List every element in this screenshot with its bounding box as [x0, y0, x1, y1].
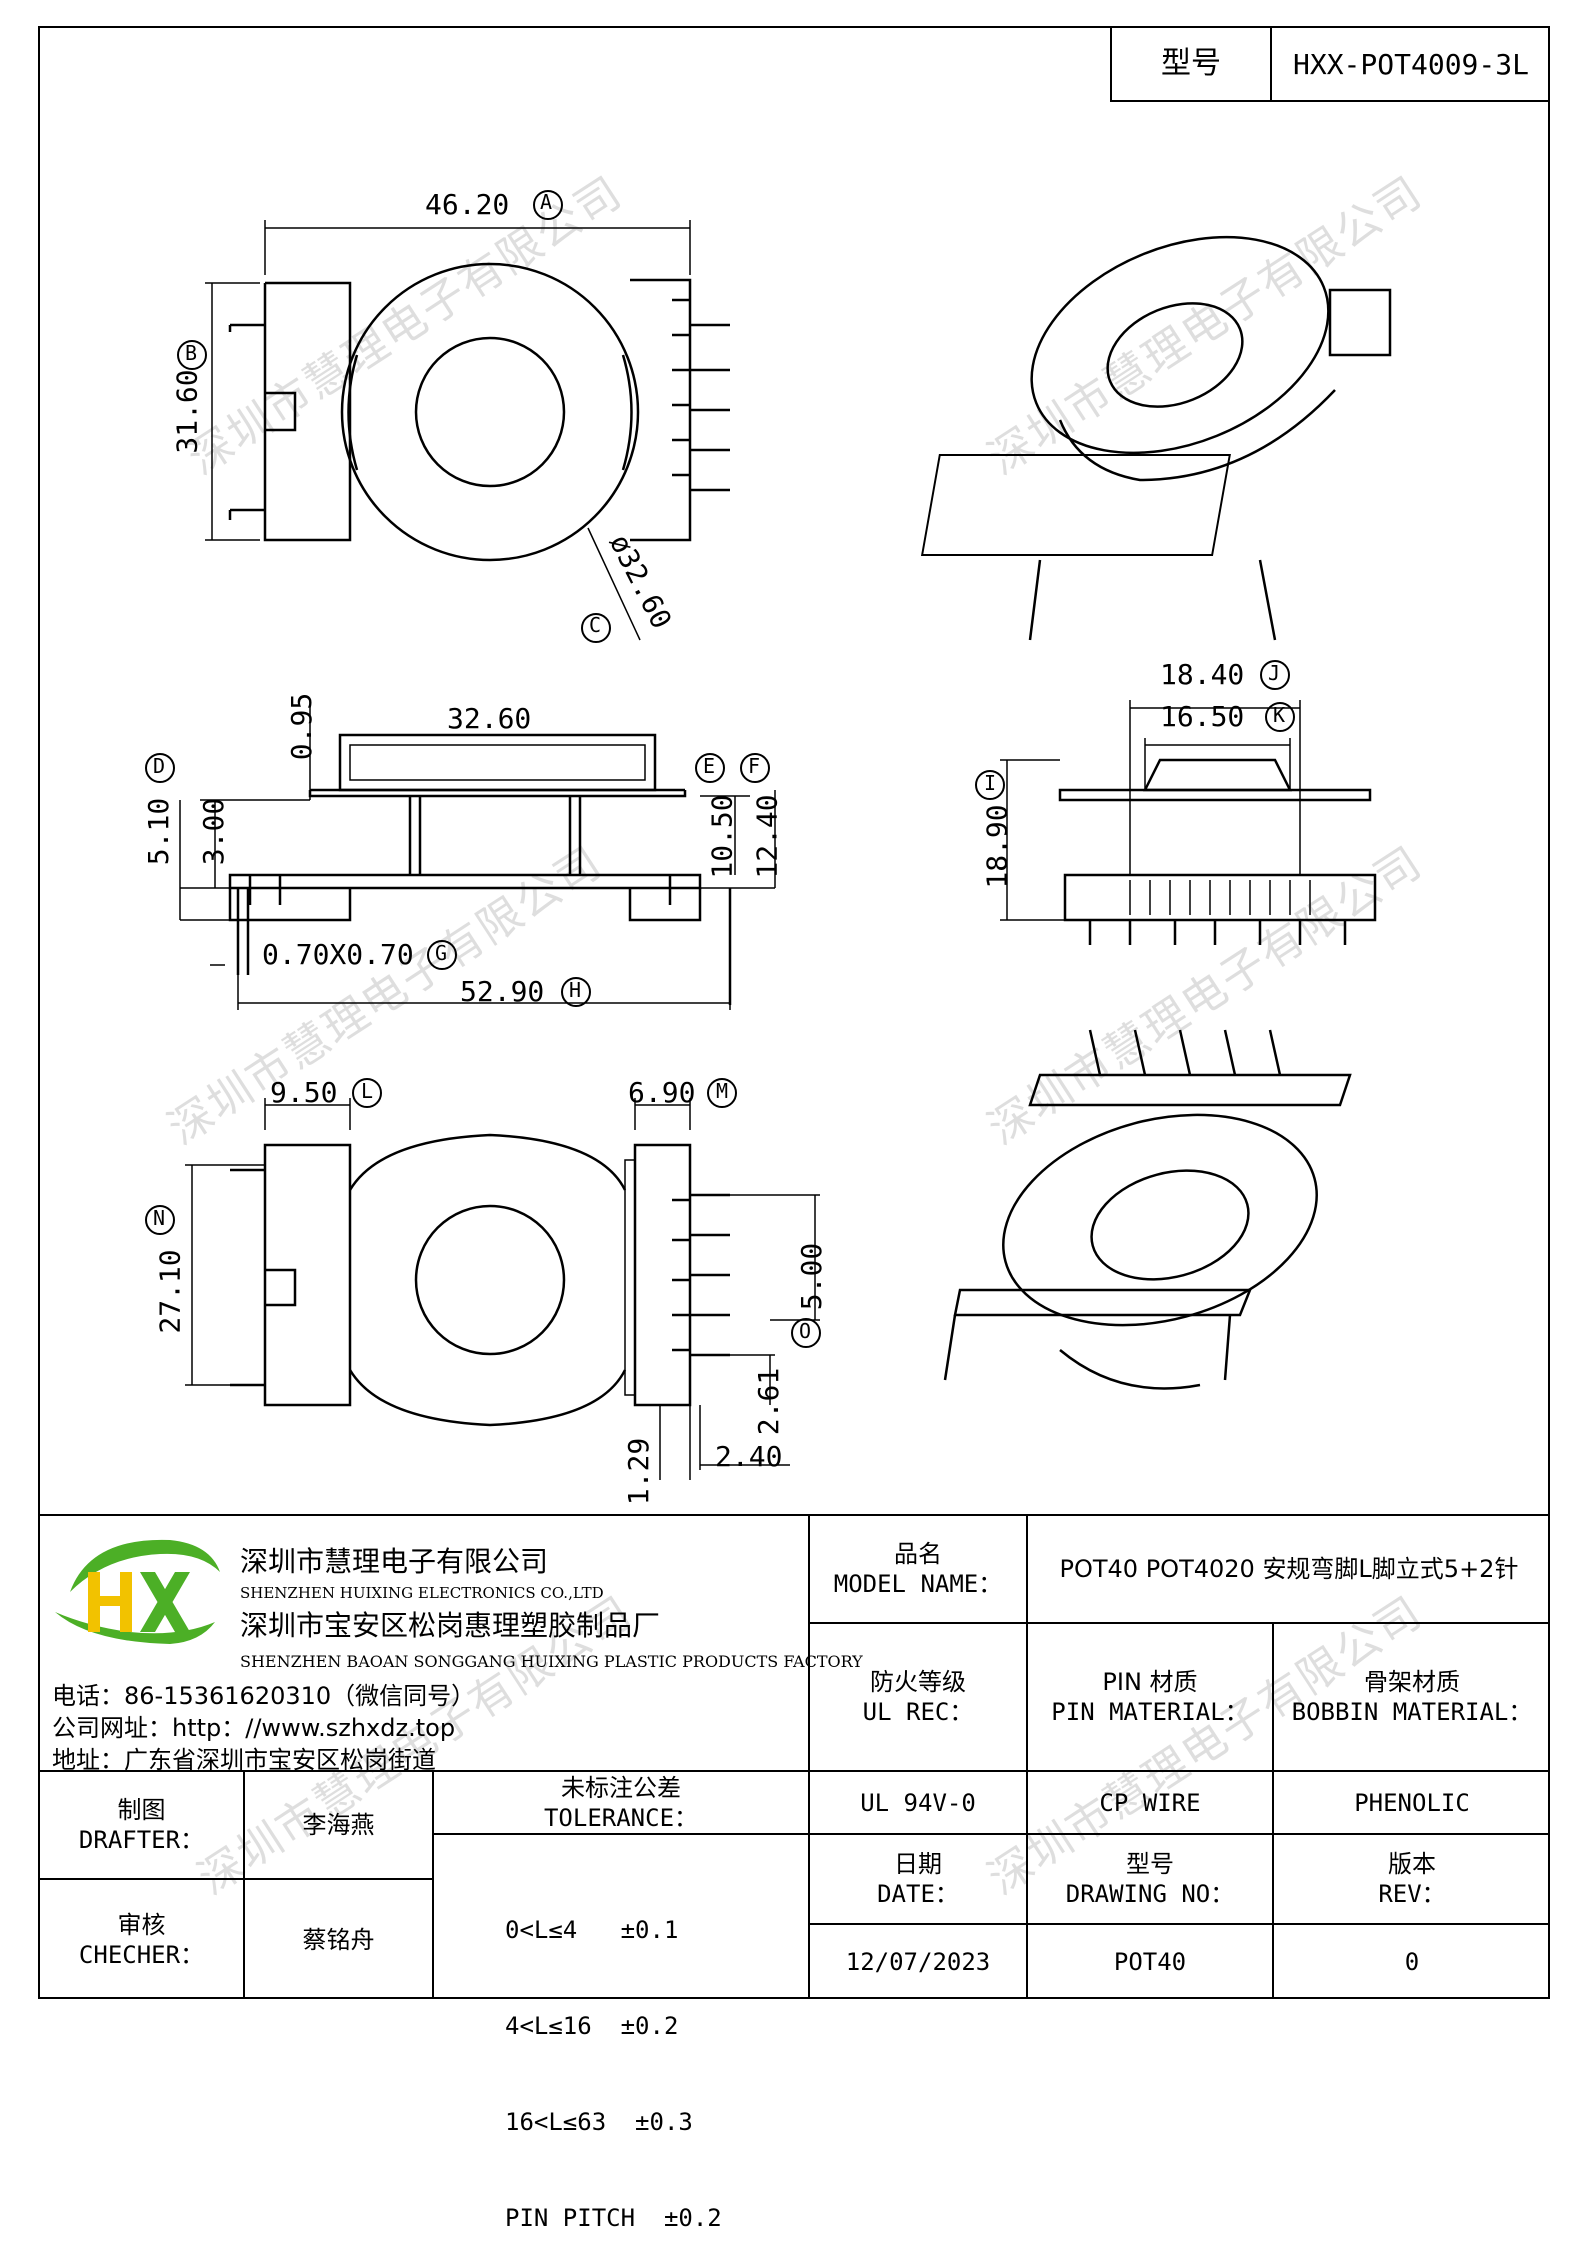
- company-name-cn: 深圳市慧理电子有限公司: [240, 1545, 549, 1578]
- dim-B: 31.60: [170, 369, 204, 454]
- address: 地址：广东省深圳市宝安区松岗街道: [52, 1746, 436, 1774]
- dim-G-tag: G: [435, 941, 448, 965]
- dim-D-tag: D: [153, 754, 166, 778]
- dim-N: 27.10: [153, 1249, 187, 1334]
- factory-name-en: SHENZHEN BAOAN SONGGANG HUIXING PLASTIC …: [240, 1652, 863, 1671]
- iso-view-1: [920, 235, 1392, 641]
- dim-L: 9.50: [270, 1076, 338, 1109]
- dim-K-tag: K: [1273, 703, 1286, 727]
- dim-G: 0.70X0.70: [262, 938, 414, 971]
- drafter-name: 李海燕: [302, 1811, 375, 1839]
- side-elevation: [1000, 700, 1377, 945]
- date-value: 12/07/2023: [845, 1948, 991, 1976]
- ul-value: UL 94V-0: [860, 1788, 976, 1817]
- dim-H: 52.90: [460, 975, 545, 1008]
- rev-value: 0: [1404, 1948, 1420, 1976]
- dim-base-height: 3.00: [197, 797, 231, 866]
- pin-value: CP WIRE: [1099, 1788, 1201, 1817]
- dim-pin-offset: 1.29: [622, 1437, 656, 1506]
- dim-flange-width: 32.60: [447, 702, 532, 735]
- dim-O: 5.00: [795, 1242, 829, 1311]
- top-view: [205, 220, 730, 641]
- model-name-value: POT40 POT4020 安规弯脚L脚立式5+2针: [1059, 1555, 1519, 1583]
- tolerance-line: 16<L≤63 ±0.3: [505, 2108, 693, 2136]
- tolerance-line: 4<L≤16 ±0.2: [505, 2012, 679, 2040]
- dim-A: 46.20: [425, 188, 510, 221]
- tolerance-list: 0<L≤4 ±0.1 4<L≤16 ±0.2 16<L≤63 ±0.3 PIN …: [505, 1850, 722, 2266]
- drawing-no-value: POT40: [1113, 1948, 1187, 1976]
- phone: 电话：86-15361620310（微信同号）: [52, 1682, 476, 1710]
- iso-view-2: [943, 1029, 1352, 1390]
- checker-name: 蔡铭舟: [302, 1925, 375, 1954]
- side-view: [185, 1098, 820, 1480]
- dim-D: 5.10: [142, 797, 176, 866]
- dim-N-tag: N: [153, 1206, 166, 1230]
- tolerance-line: 0<L≤4 ±0.1: [505, 1916, 679, 1944]
- dim-E: 10.50: [705, 794, 739, 879]
- dim-O-tag: O: [799, 1319, 812, 1343]
- dim-J-tag: J: [1268, 661, 1281, 685]
- dim-A-tag: A: [540, 190, 553, 214]
- dim-J: 18.40: [1160, 658, 1245, 691]
- bobbin-value: PHENOLIC: [1354, 1788, 1470, 1817]
- dim-pitch-offset: 2.61: [752, 1367, 786, 1436]
- dim-top-clearance: 0.95: [285, 692, 319, 761]
- dim-H-tag: H: [569, 978, 582, 1002]
- dim-L-tag: L: [361, 1079, 374, 1103]
- dim-I-tag: I: [984, 771, 997, 795]
- technical-drawing: [145, 190, 1392, 1480]
- dim-pin-span: 2.40: [715, 1440, 783, 1473]
- type-box: [1110, 26, 1550, 102]
- type-label: 型号: [1161, 46, 1221, 82]
- front-view: [179, 700, 776, 1010]
- tolerance-line: PIN PITCH ±0.2: [505, 2204, 722, 2232]
- factory-name-cn: 深圳市宝安区松岗惠理塑胶制品厂: [240, 1609, 661, 1642]
- company-name-en: SHENZHEN HUIXING ELECTRONICS CO.,LTD: [240, 1584, 604, 1602]
- dim-E-tag: E: [703, 754, 716, 778]
- dim-K: 16.50: [1160, 700, 1245, 733]
- website: 公司网址：http：//www.szhxdz.top: [52, 1714, 456, 1742]
- dim-I: 18.90: [980, 804, 1014, 889]
- dim-M: 6.90: [628, 1076, 696, 1109]
- dim-M-tag: M: [716, 1079, 729, 1103]
- dim-B-tag: B: [185, 341, 198, 365]
- drawing-frame: [38, 26, 1550, 1999]
- dim-C-tag: C: [589, 613, 602, 637]
- dim-F-tag: F: [748, 754, 761, 778]
- dim-F: 12.40: [750, 794, 784, 879]
- company-logo: [55, 1539, 220, 1644]
- type-value: HXX-POT4009-3L: [1292, 47, 1529, 81]
